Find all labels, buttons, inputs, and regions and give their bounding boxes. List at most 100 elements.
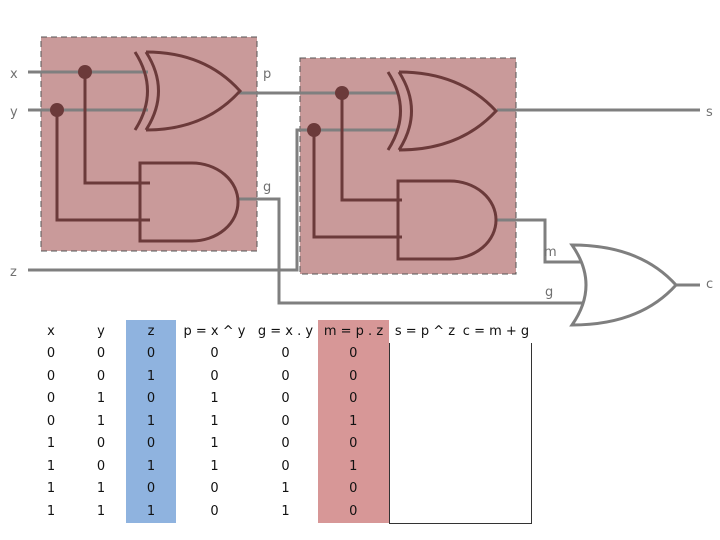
truth-table: x y z p = x ^ y g = x . y m = p . z s = … — [26, 320, 532, 524]
cell-z: 0 — [126, 342, 176, 365]
cell-p: 0 — [210, 504, 219, 519]
junction-x — [78, 65, 92, 79]
cell-x: 1 — [46, 436, 56, 452]
xor-gate-2 — [386, 70, 499, 152]
header-y: y — [97, 323, 105, 339]
cell-g: 0 — [281, 436, 290, 452]
cell-m: 0 — [318, 342, 389, 365]
table-row: 1 0 0 1 0 0 — [26, 432, 532, 455]
cell-z: 0 — [126, 432, 176, 455]
header-z: z — [126, 320, 176, 343]
table-row: 0 0 1 0 0 0 — [26, 365, 532, 388]
cell-y: 1 — [96, 481, 106, 497]
cell-x: 1 — [46, 481, 56, 497]
label-c: c — [706, 277, 713, 292]
cell-s-c-blank — [388, 477, 532, 500]
table-row: 1 1 0 0 1 0 — [26, 477, 532, 500]
label-s: s — [706, 105, 713, 120]
table-row: 1 0 1 1 0 1 — [26, 455, 532, 478]
cell-x: 1 — [46, 504, 56, 519]
cell-y: 1 — [96, 391, 106, 407]
table-row: 1 1 1 0 1 0 — [26, 500, 532, 524]
cell-x: 0 — [46, 346, 56, 362]
wire-x-to-and1 — [83, 72, 150, 185]
cell-z: 1 — [126, 455, 176, 478]
cell-m: 0 — [318, 432, 389, 455]
header-p: p = x ^ y — [183, 323, 246, 339]
cell-g: 0 — [281, 413, 290, 429]
header-x: x — [47, 323, 55, 339]
cell-p: 0 — [210, 368, 219, 384]
cell-z: 0 — [126, 387, 176, 410]
cell-g: 0 — [281, 346, 290, 362]
cell-z: 1 — [126, 410, 176, 433]
wire-z — [28, 128, 398, 272]
cell-s-c-blank — [388, 500, 532, 524]
cell-p: 0 — [210, 346, 219, 362]
cell-m: 1 — [318, 410, 389, 433]
junction-z — [307, 123, 321, 137]
cell-p: 1 — [210, 436, 219, 452]
label-z: z — [10, 265, 17, 280]
label-m: m — [544, 245, 557, 260]
cell-y: 0 — [96, 458, 106, 474]
cell-x: 1 — [46, 458, 56, 474]
table-row: 0 1 1 1 0 1 — [26, 410, 532, 433]
table-row: 0 0 0 0 0 0 — [26, 342, 532, 365]
label-y: y — [10, 105, 18, 120]
cell-p: 1 — [210, 413, 219, 429]
cell-m: 0 — [318, 365, 389, 388]
junction-y — [50, 103, 64, 117]
header-g: g = x . y — [257, 323, 314, 339]
cell-x: 0 — [46, 368, 56, 384]
cell-g: 0 — [281, 391, 290, 407]
cell-m: 0 — [318, 500, 389, 523]
cell-g: 0 — [281, 368, 290, 384]
cell-p: 1 — [210, 391, 219, 407]
or-gate — [569, 243, 679, 327]
wire-p-to-and2 — [340, 93, 402, 202]
cell-z: 0 — [126, 477, 176, 500]
label-p: p — [263, 67, 271, 82]
header-c: c = m + g — [462, 323, 530, 339]
cell-z: 1 — [126, 500, 176, 523]
label-x: x — [10, 67, 18, 82]
cell-s-c-blank — [388, 365, 532, 388]
cell-m: 0 — [318, 387, 389, 410]
table-header-row: x y z p = x ^ y g = x . y m = p . z s = … — [26, 320, 531, 343]
wire-g — [238, 197, 590, 305]
cell-g: 1 — [281, 481, 290, 497]
cell-s-c-blank — [388, 432, 532, 455]
and-gate-2 — [396, 179, 498, 261]
label-g-upper: g — [263, 180, 271, 195]
wire-m — [497, 218, 586, 264]
cell-y: 1 — [96, 504, 106, 519]
cell-s-c-blank — [388, 455, 532, 478]
cell-x: 0 — [46, 391, 56, 407]
cell-z: 1 — [126, 365, 176, 388]
cell-y: 0 — [96, 368, 106, 384]
cell-m: 1 — [318, 455, 389, 478]
cell-y: 1 — [96, 413, 106, 429]
cell-y: 0 — [96, 346, 106, 362]
cell-x: 0 — [46, 413, 56, 429]
cell-p: 0 — [210, 481, 219, 497]
header-m: m = p . z — [318, 320, 389, 343]
wire-z-to-and2 — [312, 130, 402, 239]
cell-g: 0 — [281, 458, 290, 474]
xor-gate-1 — [133, 50, 243, 132]
junction-p — [335, 86, 349, 100]
cell-s-c-blank — [388, 342, 532, 365]
and-gate-1 — [138, 161, 240, 243]
cell-y: 0 — [96, 436, 106, 452]
table-row: 0 1 0 1 0 0 — [26, 387, 532, 410]
cell-p: 1 — [210, 458, 219, 474]
cell-s-c-blank — [388, 387, 532, 410]
cell-g: 1 — [281, 504, 290, 519]
wire-y-to-and1 — [55, 110, 150, 222]
label-g-lower: g — [545, 285, 553, 300]
cell-m: 0 — [318, 477, 389, 500]
header-s: s = p ^ z — [394, 323, 456, 339]
cell-s-c-blank — [388, 410, 532, 433]
